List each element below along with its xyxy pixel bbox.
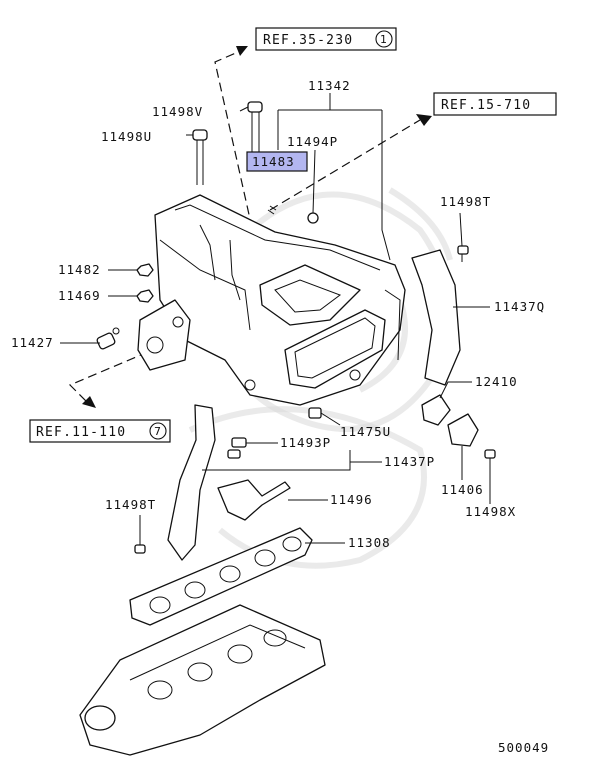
label-11493P[interactable]: 11493P	[280, 435, 331, 450]
plug-11475U	[308, 407, 322, 419]
stay-11437Q	[411, 249, 461, 386]
leader-lines	[60, 93, 491, 544]
diagram-id: 500049	[498, 740, 549, 755]
intake-manifold-upper	[137, 194, 406, 406]
label-11482[interactable]: 11482	[58, 262, 101, 277]
pin-11483	[267, 205, 277, 215]
label-11483[interactable]: 11483	[252, 154, 295, 169]
nut-11482	[136, 263, 154, 277]
svg-text:1: 1	[380, 33, 387, 46]
label-11342[interactable]: 11342	[308, 78, 351, 93]
svg-text:REF.11-110: REF.11-110	[36, 425, 126, 440]
label-11498X[interactable]: 11498X	[465, 504, 516, 519]
label-11498T-lower[interactable]: 11498T	[105, 497, 156, 512]
ref-arrows	[68, 46, 432, 408]
ref-15-710[interactable]: REF.15-710	[433, 92, 557, 116]
label-11308[interactable]: 11308	[348, 535, 391, 550]
nut-11469	[136, 289, 154, 303]
label-11494P[interactable]: 11494P	[287, 134, 338, 149]
label-11437P[interactable]: 11437P	[384, 454, 435, 469]
bolt-11498X	[484, 449, 496, 468]
label-11437Q[interactable]: 11437Q	[494, 299, 545, 314]
plug-11494P	[307, 212, 319, 224]
svg-text:7: 7	[154, 425, 161, 438]
highlight-11483	[246, 151, 308, 172]
bracket-11496	[217, 479, 291, 521]
fitting-11427	[96, 327, 120, 350]
bolt-11498U	[192, 129, 208, 185]
label-11498T-upper[interactable]: 11498T	[440, 194, 491, 209]
label-11498V[interactable]: 11498V	[152, 104, 203, 119]
svg-text:REF.35-230: REF.35-230	[263, 33, 353, 48]
gasket-12410	[421, 394, 451, 426]
ref-11-110[interactable]: REF.11-110 7	[29, 419, 171, 443]
label-11427[interactable]: 11427	[11, 335, 54, 350]
label-11469[interactable]: 11469	[58, 288, 101, 303]
label-11475U[interactable]: 11475U	[340, 424, 391, 439]
cover-11406	[447, 413, 479, 447]
gasket-ports	[149, 536, 302, 614]
label-11406[interactable]: 11406	[441, 482, 484, 497]
bolt-11498T-upper	[457, 245, 469, 262]
label-12410[interactable]: 12410	[475, 374, 518, 389]
label-11496[interactable]: 11496	[330, 492, 373, 507]
stay-11437P	[167, 404, 216, 561]
intake-manifold-lower	[79, 604, 326, 756]
svg-text:REF.15-710: REF.15-710	[441, 98, 531, 113]
bolt-11493P	[227, 437, 247, 459]
bolt-11498T-lower	[134, 538, 146, 554]
part-labels: 11342 11498V 11498U 11494P 11483 11498T …	[11, 78, 549, 755]
label-11498U[interactable]: 11498U	[101, 129, 152, 144]
ref-35-230[interactable]: REF.35-230 1	[255, 27, 397, 51]
